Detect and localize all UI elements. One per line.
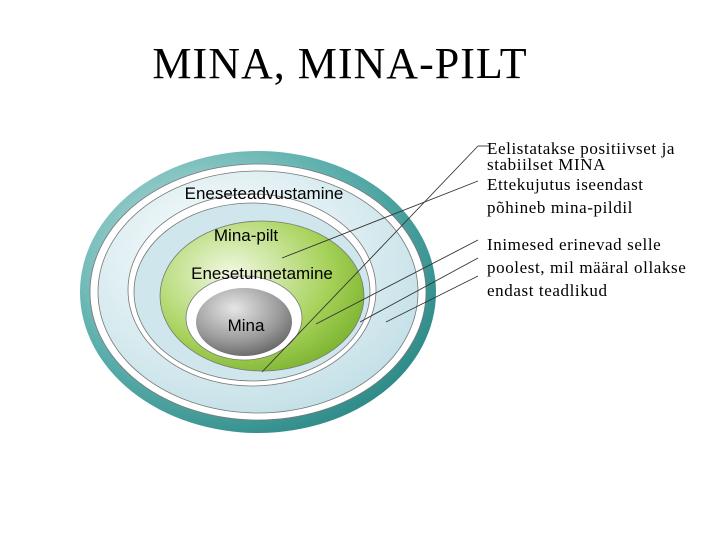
label-core: Mina xyxy=(228,316,265,335)
note-self-awareness: Inimesed erinevad selle poolest, mil mää… xyxy=(487,233,686,302)
note-positive-self: Eelistatakse positiivset ja stabiilset M… xyxy=(487,137,675,176)
connector-line-5 xyxy=(385,275,479,323)
note-line: endast teadlikud xyxy=(487,281,608,300)
label-third-ring: Enesetunnetamine xyxy=(191,264,333,283)
ring-core xyxy=(196,288,292,356)
note-line: põhineb mina-pildil xyxy=(487,198,633,217)
connector-line-4 xyxy=(359,257,479,323)
note-self-image: Ettekujutus iseendast põhineb mina-pildi… xyxy=(487,173,644,219)
label-second-ring: Mina-pilt xyxy=(214,226,279,245)
page-title: MINA, MINA-PILT xyxy=(152,39,528,88)
note-line: stabiilset MINA xyxy=(487,155,607,174)
note-line: poolest, mil määral ollakse xyxy=(487,258,687,277)
label-outer-ring: Eneseteadvustamine xyxy=(185,184,344,203)
connector-line-2 xyxy=(281,180,479,259)
note-line: Inimesed erinevad selle xyxy=(487,235,662,254)
connector-line-3 xyxy=(315,239,479,325)
note-line: Ettekujutus iseendast xyxy=(487,175,644,194)
connector-line-1 xyxy=(261,145,479,373)
note-line: Eelistatakse positiivset ja xyxy=(487,139,676,158)
